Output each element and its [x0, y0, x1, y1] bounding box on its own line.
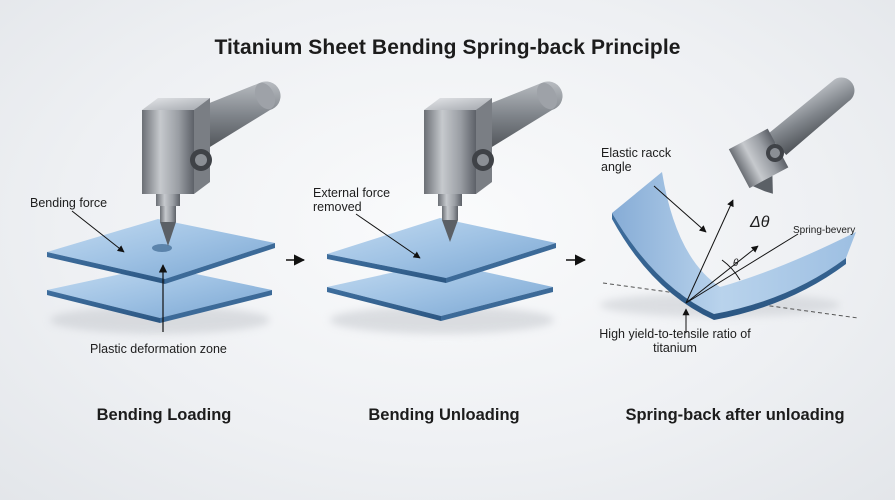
upper-sheet: [327, 218, 556, 283]
panel-2-scene: [327, 81, 563, 334]
lower-sheet: [47, 266, 272, 323]
force-removed-label: External force removed: [313, 186, 391, 214]
panel-label-unloading: Bending Unloading: [368, 406, 520, 424]
diagram-title: Titanium Sheet Bending Spring-back Princ…: [214, 36, 681, 59]
lower-sheet: [327, 262, 553, 321]
panel-3-scene: [600, 77, 859, 333]
spring-recovery-label: Spring-bevery: [793, 225, 856, 236]
press-punch-icon: [142, 81, 281, 246]
panel-label-loading: Bending Loading: [96, 406, 232, 424]
yield-ratio-label: High yield-to-tensile ratio of titanium: [599, 327, 751, 355]
theta-label: θ: [733, 258, 739, 269]
press-punch-icon: [728, 77, 855, 194]
bending-force-label: Bending force: [30, 196, 108, 210]
delta-theta-label: Δθ: [750, 214, 770, 231]
springback-sheet: [612, 172, 856, 320]
panel-label-springback: Spring-back after unloading: [625, 406, 845, 424]
press-punch-icon: [424, 81, 563, 242]
panel-1-scene: [47, 81, 281, 334]
elastic-angle-label: Elastic racck angle: [601, 146, 672, 174]
plastic-zone-label: Plastic deformation zone: [90, 342, 227, 356]
